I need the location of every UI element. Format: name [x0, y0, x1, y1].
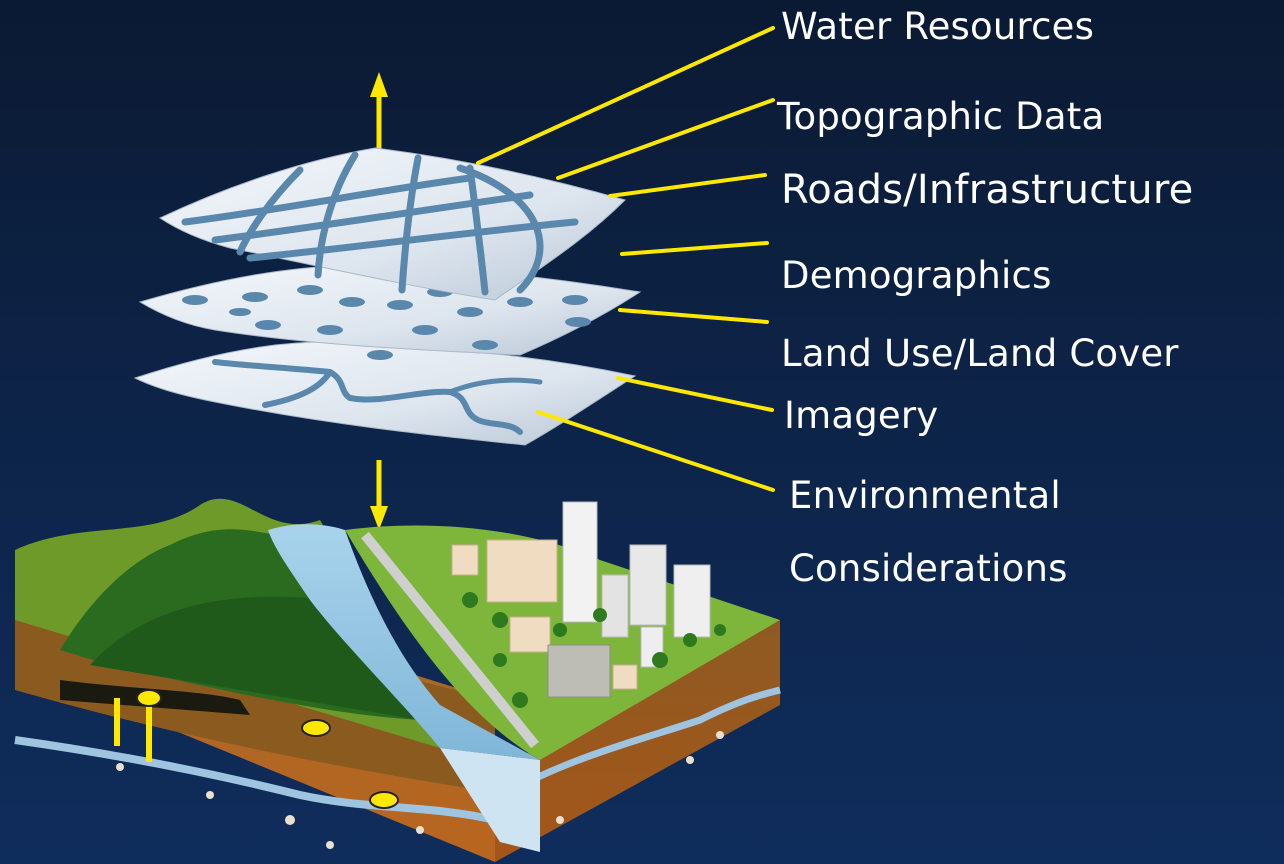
layer-label-considerations: Considerations	[789, 547, 1068, 590]
city-buildings	[451, 501, 711, 698]
layer-label-demographics: Demographics	[781, 254, 1052, 297]
leader-lines	[476, 26, 775, 492]
layer-label-roads-infrastructure: Roads/Infrastructure	[781, 167, 1194, 213]
layer-label-land-use-land-cover: Land Use/Land Cover	[781, 332, 1179, 375]
down-arrow-icon	[370, 460, 388, 530]
layer-label-environmental: Environmental	[789, 474, 1061, 517]
layer-label-water-resources: Water Resources	[781, 5, 1095, 48]
well-markers	[114, 689, 399, 809]
soil-rocks	[116, 731, 724, 849]
city-trees	[462, 592, 726, 708]
layer-label-imagery: Imagery	[784, 394, 939, 437]
terrain-block	[14, 498, 781, 862]
top-layer-sheet	[158, 147, 626, 301]
layer-label-topographic-data: Topographic Data	[777, 95, 1105, 138]
